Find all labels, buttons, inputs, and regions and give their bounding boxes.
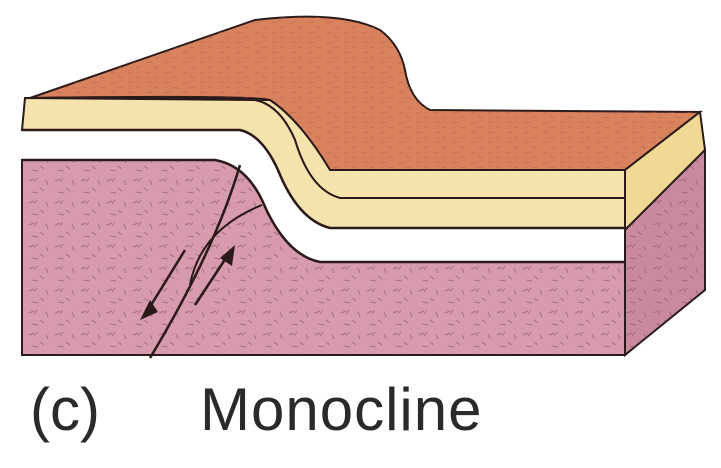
figure-caption: (c) Monocline	[0, 372, 721, 462]
caption-letter: (c)	[30, 380, 100, 440]
top-surface-texture	[30, 17, 700, 170]
caption-title: Monocline	[200, 380, 483, 440]
